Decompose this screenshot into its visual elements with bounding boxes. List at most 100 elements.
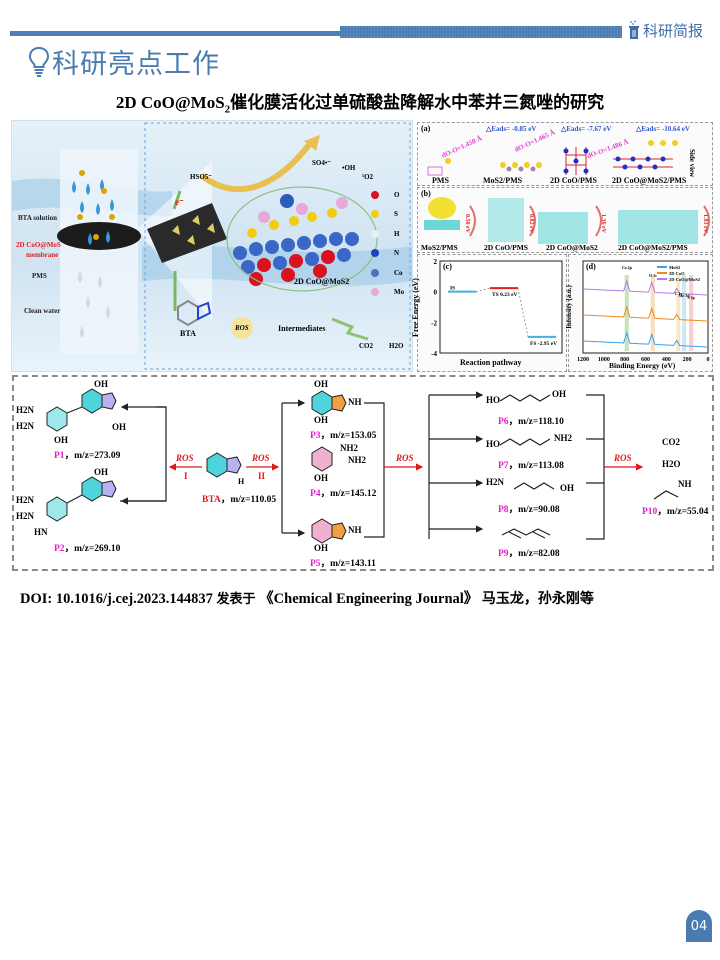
citation: DOI: 10.1016/j.cej.2023.144837 发表于 《Chem…	[20, 587, 594, 608]
oh-radical-label: •OH	[342, 164, 356, 172]
bta-molecule	[177, 299, 199, 327]
struct-coo-mos2-pms: 2D CoO@MoS2/PMS	[612, 176, 687, 185]
xps-legend-label-1: 2D CoO	[669, 271, 685, 276]
p6-ho: HO	[486, 395, 501, 405]
energy-coo-mos2: △Eads= -10.64 eV	[636, 125, 690, 133]
xps-legend-label-0: MoS2	[669, 265, 681, 270]
struct-mos2-pms: MoS2/PMS	[483, 176, 523, 185]
final-h2o: H2O	[662, 459, 681, 469]
p4-structure	[311, 446, 333, 472]
d-xtick-1: 1000	[598, 357, 610, 363]
bta-h: H	[238, 477, 245, 486]
p4-oh: OH	[314, 473, 329, 483]
p2-hn: HN	[34, 527, 48, 537]
brand: 科研简报	[628, 18, 703, 42]
struct-pms: PMS	[432, 176, 449, 185]
p2-oh-top: OH	[94, 467, 109, 477]
p4-label: P4，m/z=145.12	[310, 489, 377, 499]
panel-a-structures	[427, 140, 678, 176]
co2-label: CO2	[359, 342, 373, 350]
panel-d-tag: (d)	[586, 262, 596, 271]
panel-b-tag: (b)	[421, 189, 431, 198]
doi[interactable]: DOI: 10.1016/j.cej.2023.144837	[20, 591, 213, 607]
ros-badge	[231, 317, 253, 339]
panel-b: (b) 0.50 eV 0.82 eV 1.36 eV 1.83 eV MoS2…	[417, 187, 713, 253]
energy-mos2: △Eads= -0.85 eV	[486, 125, 537, 133]
p9-label: P9，m/z=82.08	[498, 549, 560, 559]
brand-label: 科研简报	[643, 21, 704, 40]
d-xtick-0: 1200	[577, 357, 589, 363]
legend-clean-water: Clean water	[24, 307, 61, 315]
xps-series-2	[582, 279, 709, 296]
energy-coo: △Eads= -7.67 eV	[561, 125, 612, 133]
ros-label: ROS	[235, 324, 249, 332]
p6-oh: OH	[552, 389, 567, 399]
energy-label-2: FS -2.95 eV	[530, 341, 557, 347]
p4-nh2-b: NH2	[348, 455, 366, 465]
xps-legend-label-2: 2D CoO@MoS2	[669, 277, 701, 282]
peak-label-4: S 2p	[687, 295, 695, 300]
pathway-i: I	[184, 471, 188, 481]
p10-label: P10，m/z=55.04	[642, 507, 709, 517]
pathway-ii: II	[258, 471, 266, 481]
so4-label: SO4•⁻	[312, 159, 331, 167]
p1-structure	[46, 388, 117, 432]
graphical-abstract: BTA solution 2D CoO@MoS membrane PMS Cle…	[11, 120, 413, 372]
struct-b-2: 2D CoO/PMS	[484, 243, 528, 252]
element-legend-dots	[371, 191, 379, 296]
p5-structure	[311, 518, 347, 544]
authors: 马玉龙，孙永刚等	[481, 591, 594, 607]
p8-chain	[513, 482, 555, 490]
membrane-sheet	[147, 203, 227, 263]
p2-structure	[46, 476, 117, 522]
title-subscript: 2	[224, 103, 231, 116]
p7-chain	[499, 438, 551, 446]
p5-oh: OH	[314, 543, 329, 553]
zoom-ellipse	[226, 186, 378, 292]
peak-band-2	[676, 275, 681, 351]
side-view-label: Side view	[688, 149, 696, 178]
page-number: 04	[686, 910, 712, 942]
c-ytick-0: 2	[434, 258, 438, 266]
panel-c-tag: (c)	[443, 262, 452, 271]
ros-label-ii: ROS	[252, 453, 270, 463]
p5-label: P5，m/z=143.11	[310, 559, 376, 569]
bta-structure	[206, 452, 242, 478]
transfer-1: 0.50 eV	[464, 214, 470, 233]
peak-label-2: C 1s	[675, 291, 683, 296]
peak-band-0	[624, 275, 629, 351]
dft-xps-figure: (a) △Eads= -0.85 eV △Eads= -7.67 eV △Ead…	[411, 120, 715, 372]
p7-label: P7，m/z=113.08	[498, 461, 564, 471]
legend-bta-solution: BTA solution	[18, 214, 57, 222]
test-tube-icon	[629, 20, 639, 39]
p1-oh-bottom: OH	[54, 435, 69, 445]
p7-nh2: NH2	[554, 433, 572, 443]
bta-label: BTA，m/z=110.05	[202, 495, 277, 505]
d-xtick-6: 0	[707, 357, 710, 363]
p4-nh2-a: NH2	[340, 443, 358, 453]
panel-a-tag: (a)	[421, 124, 431, 133]
d-xtick-3: 600	[641, 357, 650, 363]
peak-band-4	[689, 275, 694, 351]
p1-oh-top: OH	[94, 379, 109, 389]
bta-drops	[72, 179, 114, 245]
c-ytick-3: -4	[431, 350, 437, 358]
c-ytick-2: -2	[431, 319, 437, 327]
published-in: 发表于	[216, 592, 256, 607]
p8-label: P8，m/z=90.08	[498, 505, 560, 515]
p5-nh: NH	[348, 525, 362, 535]
degradation-pathway-scheme: OH H2N H2N OH OH P1，m/z=273.09 OH H2N H2…	[12, 375, 714, 571]
p3-oh-top: OH	[314, 379, 329, 389]
element-o: O	[394, 191, 400, 199]
p1-n-oh: OH	[112, 422, 127, 432]
transfer-2: 0.82 eV	[528, 214, 534, 233]
transfer-3: 1.36 eV	[600, 214, 606, 233]
final-co2: CO2	[662, 437, 680, 447]
peak-label-3: Mo 3d	[679, 293, 691, 298]
d-xtick-5: 200	[683, 357, 692, 363]
pms-arrow	[200, 139, 315, 193]
zoom-frame	[144, 122, 411, 370]
peak-label-1: O 1s	[649, 273, 657, 278]
p3-label: P3，m/z=153.05	[310, 431, 377, 441]
legend-membrane: 2D CoO@MoS	[16, 241, 61, 249]
